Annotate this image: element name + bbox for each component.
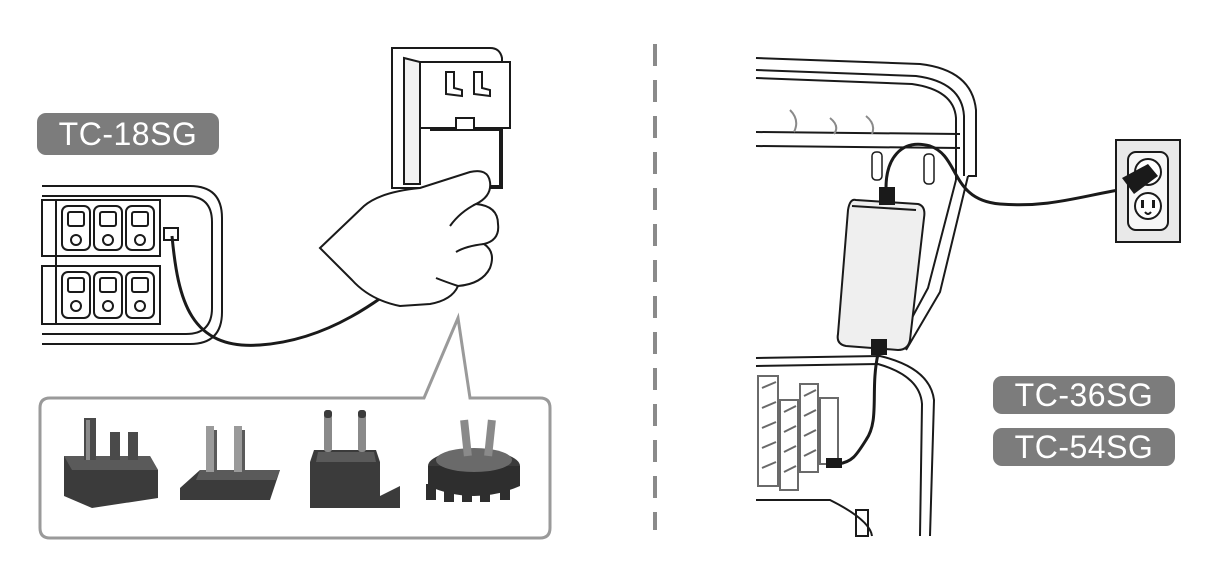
case-slots xyxy=(757,375,839,491)
model-label-tc36sg: TC-36SG xyxy=(993,376,1175,414)
cable-clips xyxy=(871,151,935,185)
charger-slots-top xyxy=(61,205,155,251)
model-label-tc54sg: TC-54SG xyxy=(993,428,1175,466)
ac-power-cord xyxy=(884,142,1131,207)
us-plug-adapter-icon xyxy=(180,426,280,500)
charger-slots-bottom xyxy=(61,271,155,319)
hand-illustration xyxy=(318,170,500,308)
wall-outlet-icon xyxy=(1115,139,1181,243)
model-label-tc18sg: TC-18SG xyxy=(37,113,219,155)
power-brick xyxy=(836,187,926,355)
eu-plug-adapter-icon xyxy=(310,410,400,508)
tc18-charger-tray xyxy=(41,185,223,345)
uk-plug-adapter-icon xyxy=(64,418,158,508)
dc-plug xyxy=(826,458,842,468)
wall-adapter xyxy=(391,47,511,189)
au-plug-adapter-icon xyxy=(426,419,520,502)
charging-case xyxy=(755,57,977,537)
dc-output-cord xyxy=(837,353,880,466)
adapter-callout-box xyxy=(38,312,552,540)
